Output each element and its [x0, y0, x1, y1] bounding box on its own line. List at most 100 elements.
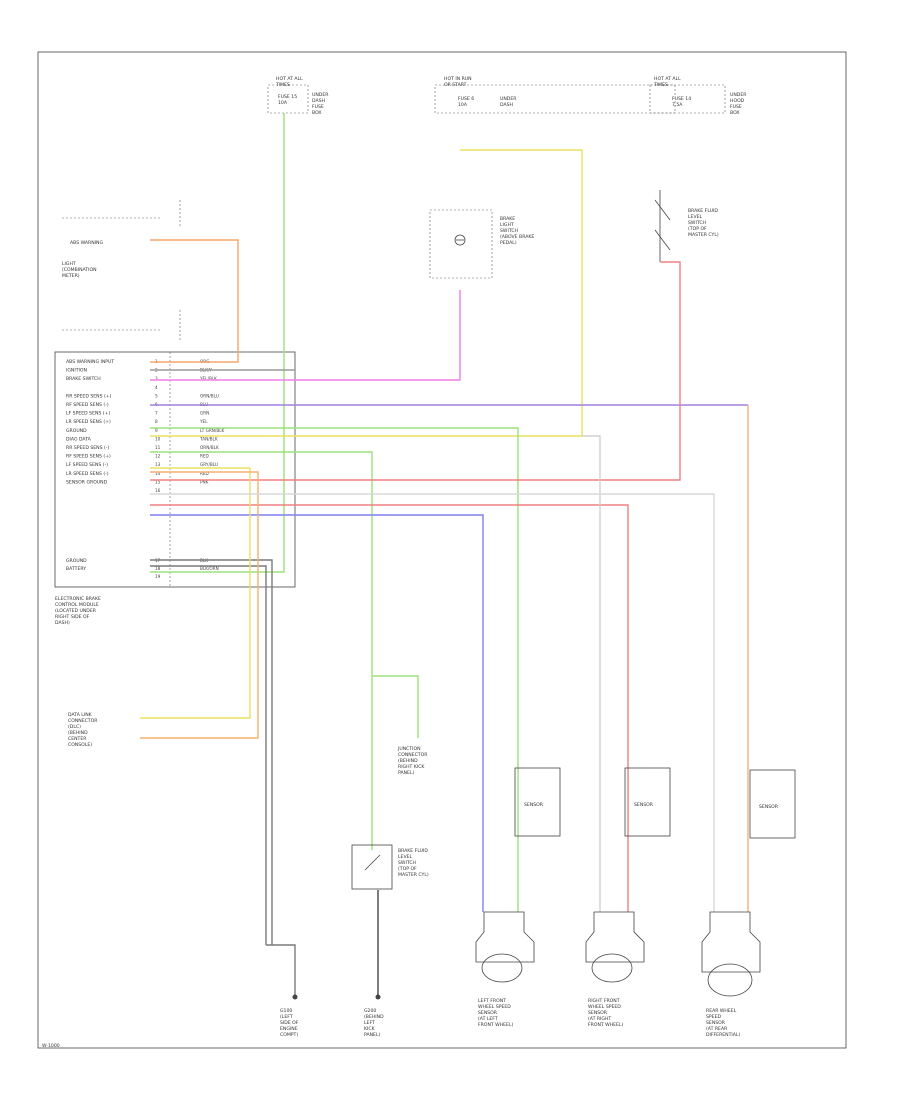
brake-light-switch: BRAKE LIGHT SWITCH (ABOVE BRAKE PEDAL): [429, 209, 534, 279]
ground-g200-line-3: KICK: [364, 1026, 376, 1032]
ecm-pin-number: 9: [155, 428, 158, 433]
ecm-module: ELECTRONIC BRAKE CONTROL MODULE (LOCATED…: [54, 351, 296, 626]
dlc-connector: DATA LINK CONNECTOR (DLC) (BEHIND CENTER…: [68, 712, 98, 748]
junction-line-1: CONNECTOR: [398, 752, 428, 758]
ecm-title-line-4: DASH): [55, 620, 70, 626]
ecm-pin-number: 19: [155, 574, 161, 579]
sensor-rear-line-4: DIFFERENTIAL): [706, 1032, 740, 1038]
ecm-pin-name: RR SPEED SENS (-): [66, 445, 109, 451]
wire-red-rf: [150, 504, 629, 912]
fuse-right-line-1: TIMES: [653, 82, 668, 88]
wire-green-fuse-left: [150, 113, 285, 573]
fuse-left-line-1: TIMES: [275, 82, 290, 88]
ecm-pin-wire-color: ORN/BLU: [200, 393, 219, 398]
ecm-pin-wire-color: YEL: [199, 419, 208, 424]
fuse-left-line-7: BOX: [312, 110, 322, 116]
junction-connector: JUNCTION CONNECTOR (BEHIND RIGHT KICK PA…: [397, 746, 428, 776]
ground-g200-line-2: LEFT: [364, 1020, 375, 1026]
ecm-pin-wire-color: TAN/BLK: [199, 436, 218, 441]
fuse-right-line-5: HOOD: [730, 98, 745, 104]
ground-g100-line-1: (LEFT: [280, 1014, 293, 1020]
ecm-pin-name: BATTERY: [66, 566, 86, 572]
wire-yellow-fuse-center: [150, 149, 583, 437]
ground-g100-line-4: COMPT): [280, 1032, 298, 1038]
diagram-code: W-1000: [42, 1043, 60, 1049]
sensor-rf-line-2: SENSOR: [588, 1010, 608, 1016]
dlc-line-3: (BEHIND: [68, 730, 88, 736]
ecm-pin-name: GROUND: [66, 428, 87, 434]
ecm-pin-number: 10: [155, 436, 161, 441]
ecm-pin-number: 16: [155, 488, 161, 493]
sensor-lf-line-2: SENSOR: [478, 1010, 498, 1016]
ecm-pin-name: LR SPEED SENS (-): [66, 471, 109, 477]
ecm-pin-name: SENSOR GROUND: [66, 479, 108, 485]
sensor-right-front: SENSOR RIGHT FRONT WHEEL SPEED SENSOR (A…: [585, 767, 671, 1028]
ecm-pin-name: RR SPEED SENS (+): [66, 393, 112, 399]
sensor-rear-line-0: REAR WHEEL: [706, 1008, 737, 1014]
wire-orange-dlc: [140, 471, 259, 739]
ecm-pin-number: 3: [155, 376, 158, 381]
wire-green-lf: [150, 427, 519, 912]
sensor-lf-tag: SENSOR: [524, 802, 544, 808]
parking-sw-line-4: MASTER CYL): [398, 872, 429, 878]
ecm-pin-wire-color: RED: [200, 454, 209, 459]
sensor-lf-line-1: WHEEL SPEED: [478, 1004, 511, 1010]
fluid-sw-line-2: SWITCH: [688, 220, 706, 226]
fuse-right-line-2: FUSE 14: [672, 96, 691, 102]
ecm-title-line-1: CONTROL MODULE: [55, 602, 99, 608]
sensor-rear-tag: SENSOR: [759, 804, 779, 810]
fuse-right-line-3: 7.5A: [672, 102, 683, 108]
ground-g200-line-4: PANEL): [364, 1032, 381, 1038]
abs-warning-light: ABS WARNING LIGHT (COMBINATION METER): [62, 200, 181, 340]
ecm-pin-name: BRAKE SWITCH: [66, 376, 101, 382]
fuse-center-line-4: UNDER: [500, 96, 517, 102]
parking-sw-line-2: SWITCH: [398, 860, 416, 866]
ground-g200-line-0: G200: [364, 1008, 376, 1014]
ecm-title-line-2: (LOCATED UNDER: [55, 608, 97, 614]
ground-g200-line-1: (BEHIND: [364, 1014, 384, 1020]
ecm-pin-name: GROUND: [66, 558, 87, 564]
wire-gray-rf-return: [582, 435, 601, 912]
ecm-pin-number: 15: [155, 479, 161, 484]
ground-g100-line-0: G100: [280, 1008, 292, 1014]
ecm-pin-number: 8: [155, 419, 158, 424]
fuse-left-line-0: HOT AT ALL: [276, 76, 303, 82]
ground-g100-line-2: SIDE OF: [280, 1020, 299, 1026]
ecm-pin-number: 18: [155, 566, 161, 571]
junction-line-3: RIGHT KICK: [398, 764, 425, 770]
fuse-center-line-3: 10A: [458, 102, 468, 108]
ecm-pin-number: 5: [155, 393, 158, 398]
sensor-rear-line-3: (AT REAR: [706, 1026, 728, 1032]
dlc-line-1: CONNECTOR: [68, 718, 98, 724]
ecm-pin-name: DIAG DATA: [66, 436, 92, 442]
diagram-frame: [37, 51, 847, 1049]
ecm-pin-name: IGNITION: [66, 368, 87, 374]
brake-sw-line-1: LIGHT: [500, 222, 514, 228]
brake-sw-line-4: PEDAL): [500, 240, 517, 246]
dlc-line-2: (DLC): [68, 724, 81, 730]
fuse-box-left: HOT AT ALL TIMES FUSE 15 10A UNDER DASH …: [267, 76, 329, 116]
fuse-box-right: HOT AT ALL TIMES FUSE 14 7.5A UNDER HOOD…: [649, 76, 747, 116]
fuse-right-line-7: BOX: [730, 110, 740, 116]
junction-line-2: (BEHIND: [398, 758, 418, 764]
fluid-sw-line-4: MASTER CYL): [688, 232, 719, 238]
ecm-pin-number: 13: [155, 462, 161, 467]
brake-fluid-switch: BRAKE FLUID LEVEL SWITCH (TOP OF MASTER …: [654, 190, 719, 262]
wire-red-fluid: [150, 261, 681, 481]
sensor-rf-line-1: WHEEL SPEED: [588, 1004, 621, 1010]
abs-warning-line-2: (COMBINATION: [62, 267, 97, 273]
ecm-pin-number: 11: [155, 445, 161, 450]
fluid-sw-line-3: (TOP OF: [688, 226, 707, 232]
ecm-pin-wire-color: ORN/BLK: [200, 445, 219, 450]
dlc-line-5: CONSOLE): [68, 742, 92, 748]
wire-magenta-brake-sw: [150, 290, 461, 381]
fuse-center-line-5: DASH: [500, 102, 513, 108]
ecm-pin-wire-color: GRN: [200, 411, 209, 416]
ecm-pin-name: LF SPEED SENS (-): [66, 462, 108, 468]
wire-gray-ground: [150, 559, 296, 995]
ecm-pin-wire-color: RED: [200, 471, 209, 476]
fuse-right-line-4: UNDER: [730, 92, 747, 98]
dlc-line-4: CENTER: [68, 736, 87, 742]
fuse-right-line-0: HOT AT ALL: [654, 76, 681, 82]
